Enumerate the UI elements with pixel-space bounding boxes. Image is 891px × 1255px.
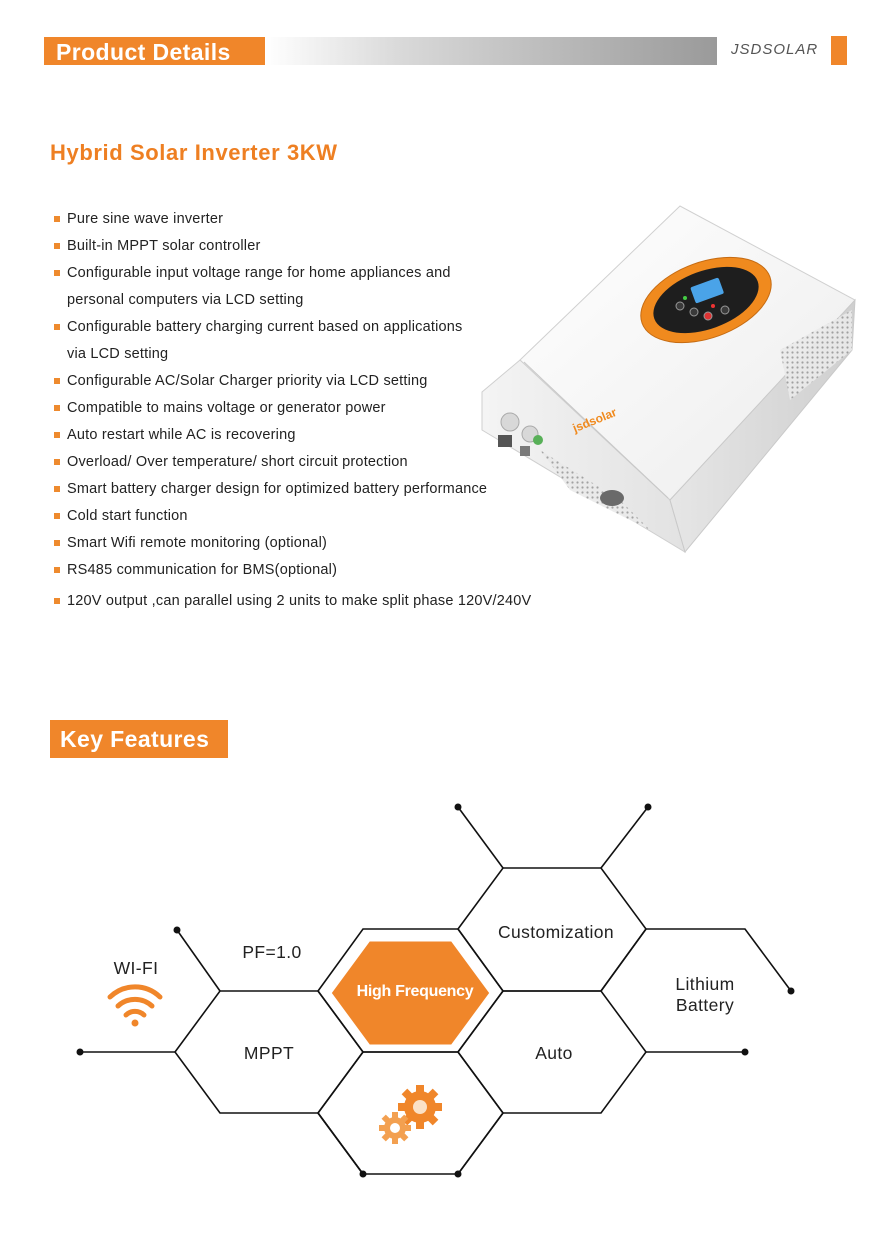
feature-text: Compatible to mains voltage or generator… <box>67 400 386 416</box>
label-mppt: MPPT <box>243 1043 295 1063</box>
brand-name: JSDSOLAR <box>731 41 819 58</box>
feature-text: 120V output ,can parallel using 2 units … <box>67 593 532 609</box>
feature-text: personal computers via LCD setting <box>67 292 304 308</box>
feature-item: Built-in MPPT solar controller <box>54 233 531 260</box>
feature-text: Pure sine wave inverter <box>67 211 224 227</box>
bullet-icon <box>54 324 60 330</box>
bullet-icon <box>54 216 60 222</box>
gears-icon <box>379 1085 442 1144</box>
bullet-icon <box>54 405 60 411</box>
wifi-icon <box>107 984 163 1027</box>
feature-text: RS485 communication for BMS(optional) <box>67 562 338 578</box>
feature-text: Smart battery charger design for optimiz… <box>67 481 488 497</box>
bullet-icon <box>54 540 60 546</box>
label-customization: Customization <box>497 922 615 942</box>
feature-item: Configurable input voltage range for hom… <box>54 260 531 314</box>
feature-text: Smart Wifi remote monitoring (optional) <box>67 535 328 551</box>
feature-item: Compatible to mains voltage or generator… <box>54 395 531 422</box>
bullet-icon <box>54 513 60 519</box>
label-pf: PF=1.0 <box>242 942 302 962</box>
feature-item: Overload/ Over temperature/ short circui… <box>54 449 531 476</box>
label-high-frequency: High Frequency <box>356 983 474 1000</box>
key-features-diagram: WI-FI PF=1.0 MPPT High Frequency Customi… <box>0 780 891 1200</box>
feature-item: Cold start function <box>54 503 531 530</box>
feature-text: Configurable battery charging current ba… <box>67 319 463 335</box>
bullet-icon <box>54 243 60 249</box>
high-frequency-hexagon <box>328 938 493 1048</box>
feature-item: Smart battery charger design for optimiz… <box>54 476 531 503</box>
bullet-icon <box>54 270 60 276</box>
feature-text: Overload/ Over temperature/ short circui… <box>67 454 408 470</box>
bullet-icon <box>54 378 60 384</box>
feature-text: Built-in MPPT solar controller <box>67 238 261 254</box>
product-title: Hybrid Solar Inverter 3KW <box>50 140 338 165</box>
bullet-icon <box>54 459 60 465</box>
feature-text: Configurable AC/Solar Charger priority v… <box>67 373 428 389</box>
feature-item: Pure sine wave inverter <box>54 206 531 233</box>
header-gradient-bar <box>265 37 717 65</box>
label-lithium-battery: Lithium Battery <box>675 974 735 1015</box>
bullet-icon <box>54 486 60 492</box>
feature-item: Configurable AC/Solar Charger priority v… <box>54 368 531 395</box>
feature-item: 120V output ,can parallel using 2 units … <box>54 588 531 615</box>
bullet-icon <box>54 567 60 573</box>
label-wifi: WI-FI <box>113 958 159 978</box>
bullet-icon <box>54 432 60 438</box>
feature-item: Smart Wifi remote monitoring (optional) <box>54 530 531 557</box>
feature-text: Configurable input voltage range for hom… <box>67 265 451 281</box>
inverter-image: jsdsolar <box>481 205 856 554</box>
feature-text: Auto restart while AC is recovering <box>67 427 296 443</box>
feature-item: RS485 communication for BMS(optional) <box>54 557 531 584</box>
section-title-product-details: Product Details <box>44 37 265 65</box>
hexagon-network <box>76 803 795 1178</box>
feature-text: Cold start function <box>67 508 188 524</box>
section-title-key-features: Key Features <box>50 720 228 758</box>
label-auto: Auto <box>535 1043 573 1063</box>
feature-text: via LCD setting <box>67 346 169 362</box>
bullet-icon <box>54 598 60 604</box>
brand-mark <box>831 36 847 65</box>
feature-item: Auto restart while AC is recovering <box>54 422 531 449</box>
feature-item: Configurable battery charging current ba… <box>54 314 531 368</box>
